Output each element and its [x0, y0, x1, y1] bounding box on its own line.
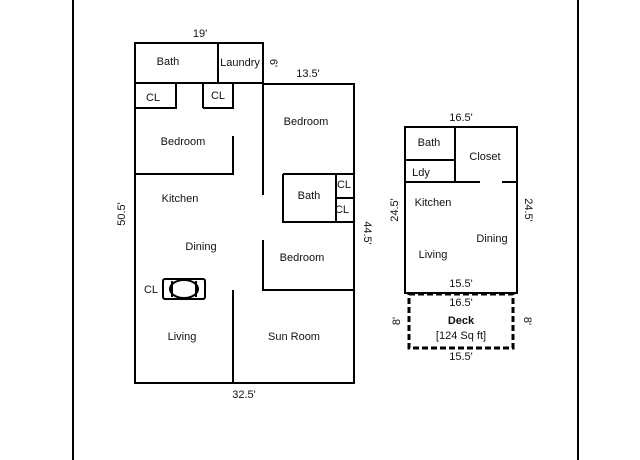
dim-small-top-width: 16.5'	[449, 112, 473, 124]
small-unit-walls	[404, 126, 518, 294]
small-unit-outline	[404, 126, 518, 294]
page-frame	[72, 0, 579, 460]
main-unit-dimensions: 19' 6' 13.5' 50.5' 44.5' 32.5'	[116, 28, 373, 401]
deck-labels: 16.5' Deck [124 Sq ft] 15.5' 8' 8'	[391, 297, 533, 363]
dim-main-laundry-offset: 6'	[267, 59, 279, 67]
dim-main-right-height: 44.5'	[361, 221, 373, 245]
closet-left-1-wall	[135, 83, 177, 109]
label-laundry: Laundry	[220, 57, 260, 69]
label-bath-top: Bath	[157, 56, 180, 68]
label-closet-left-2: CL	[211, 90, 225, 102]
label-sun-room: Sun Room	[268, 331, 320, 343]
dim-small-right-height: 24.5'	[522, 198, 534, 222]
label-small-kitchen: Kitchen	[415, 197, 452, 209]
label-small-laundry: Ldy	[412, 167, 430, 179]
small-unit-labels: Bath Closet Ldy Kitchen Dining Living	[412, 137, 507, 261]
label-closet-center-2: CL	[335, 204, 349, 216]
dim-deck-left-depth: 8'	[391, 317, 403, 325]
dim-deck-top-width: 16.5'	[449, 297, 473, 309]
label-living: Living	[168, 331, 197, 343]
label-kitchen: Kitchen	[162, 193, 199, 205]
bath-center-walls	[282, 173, 354, 223]
main-unit-labels: Bath Laundry CL CL Bedroom Bedroom Bath …	[144, 56, 351, 343]
dim-deck-right-depth: 8'	[521, 317, 533, 325]
dim-main-right-top-width: 13.5'	[296, 68, 320, 80]
label-small-living: Living	[419, 249, 448, 261]
label-small-closet: Closet	[469, 151, 500, 163]
deck-boundary	[407, 292, 515, 350]
label-deck-area: [124 Sq ft]	[436, 330, 486, 342]
label-deck-title: Deck	[448, 315, 475, 327]
label-bedroom-right-top: Bedroom	[284, 116, 329, 128]
bedroom-right-bottom-wall	[262, 240, 354, 291]
small-unit-dimensions: 16.5' 24.5' 24.5' 15.5'	[389, 112, 534, 290]
dim-small-left-height: 24.5'	[389, 198, 401, 222]
label-small-dining: Dining	[476, 233, 507, 245]
closet-left-2-wall	[202, 83, 234, 109]
main-unit-walls	[134, 42, 355, 384]
label-bedroom-left: Bedroom	[161, 136, 206, 148]
label-small-bath: Bath	[418, 137, 441, 149]
label-bedroom-right-bottom: Bedroom	[280, 252, 325, 264]
label-closet-left-1: CL	[146, 92, 160, 104]
dim-deck-bottom-width: 15.5'	[449, 351, 473, 363]
bedroom-left-wall	[135, 136, 234, 175]
label-closet-lower: CL	[144, 284, 158, 296]
label-dining: Dining	[185, 241, 216, 253]
deck-outline	[407, 292, 515, 350]
label-closet-center-1: CL	[337, 179, 351, 191]
dim-main-bottom-width: 32.5'	[232, 389, 256, 401]
dim-main-left-height: 50.5'	[116, 202, 128, 226]
label-bath-center: Bath	[298, 190, 321, 202]
dim-small-bottom-width: 15.5'	[449, 278, 473, 290]
closet-lower-rod	[169, 279, 199, 299]
dim-main-top-width: 19'	[193, 28, 207, 40]
main-unit-outline	[134, 42, 355, 384]
